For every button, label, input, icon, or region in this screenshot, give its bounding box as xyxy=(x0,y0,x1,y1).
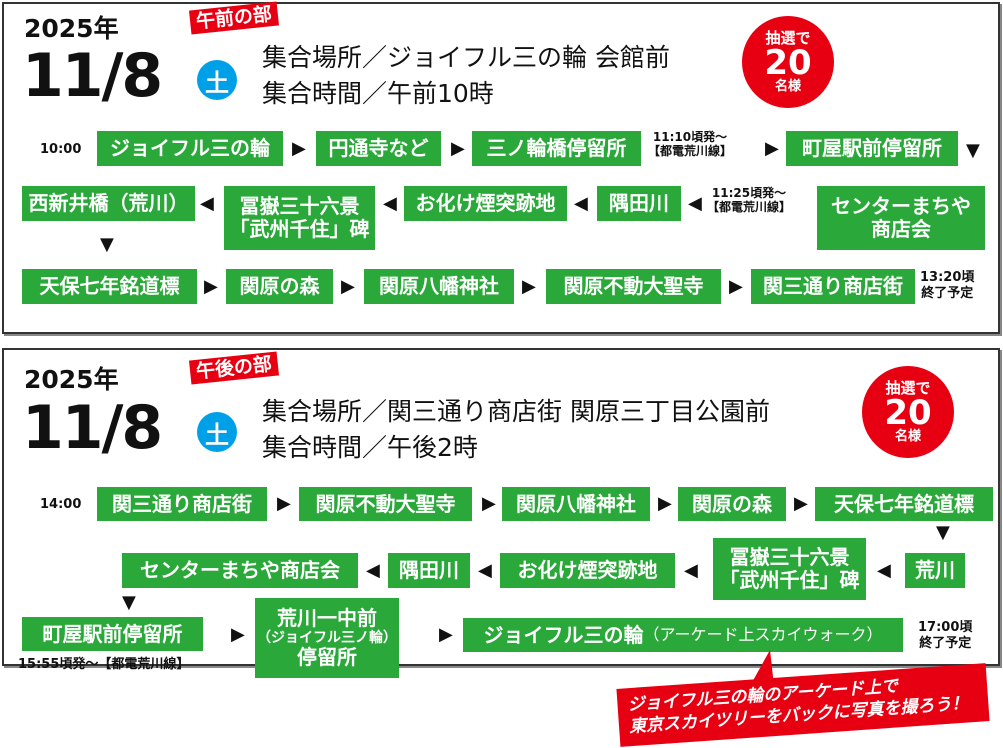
pm-dow-badge: 土 xyxy=(197,412,237,452)
am-dow-badge: 土 xyxy=(197,60,237,100)
stop: ジョイフル三の輪 xyxy=(97,131,283,166)
arrow-right-icon: ▶ xyxy=(729,276,743,297)
stop: 関原不動大聖寺 xyxy=(299,487,472,521)
stop-line: 停留所 xyxy=(297,645,357,670)
pm-note-1: 15:55頃発～【都電荒川線】 xyxy=(18,657,190,672)
am-start-time: 10:00 xyxy=(40,142,82,157)
arrow-right-icon: ▶ xyxy=(277,493,291,514)
arrow-right-icon: ▶ xyxy=(522,276,536,297)
am-year: 2025年 xyxy=(24,14,119,43)
stop: ジョイフル三の輪（アーケード上スカイウォーク） xyxy=(463,618,903,652)
arrow-right-icon: ▶ xyxy=(658,493,672,514)
arrow-right-icon: ▶ xyxy=(794,493,808,514)
pm-year: 2025年 xyxy=(24,365,119,394)
am-note-2: 11:25頃発～【都電荒川線】 xyxy=(707,186,791,215)
arrow-left-icon: ◀ xyxy=(688,193,702,214)
arrow-right-icon: ▶ xyxy=(765,138,779,159)
arrow-right-icon: ▶ xyxy=(439,624,453,645)
arrow-right-icon: ▶ xyxy=(451,138,465,159)
stop: 西新井橋（荒川） xyxy=(22,186,195,221)
badge-number: 20 xyxy=(764,43,812,83)
stop-line: 冨嶽三十六景 xyxy=(729,545,850,569)
arrow-left-icon: ◀ xyxy=(574,193,588,214)
note-text: 終了予定 xyxy=(919,635,972,651)
stop: 町屋駅前停留所 xyxy=(786,131,958,166)
am-meeting-time: 集合時間／午前10時 xyxy=(262,79,494,108)
stop-line: 「武州千住」碑 xyxy=(229,217,370,241)
pm-start-time: 14:00 xyxy=(40,497,82,512)
arrow-left-icon: ◀ xyxy=(478,560,492,581)
note-text: 11:10頃発～ xyxy=(652,130,728,144)
stop-line: 「武州千住」碑 xyxy=(719,568,860,592)
stop: 荒川 xyxy=(905,553,965,588)
badge-text: 名様 xyxy=(774,79,801,94)
pm-date: 11/8 xyxy=(22,393,163,463)
badge-number: 20 xyxy=(884,393,932,433)
pm-end-note: 17:00頃終了予定 xyxy=(918,620,972,651)
arrow-left-icon: ◀ xyxy=(877,560,891,581)
note-text: 【都電荒川線】 xyxy=(648,144,733,159)
arrow-down-icon: ▼ xyxy=(122,592,136,613)
am-meeting-place: 集合場所／ジョイフル三の輪 会館前 xyxy=(262,43,670,72)
note-text: 11:25頃発～ xyxy=(711,186,787,200)
arrow-down-icon: ▼ xyxy=(100,234,114,255)
stop: 関原の森 xyxy=(226,269,333,304)
arrow-right-icon: ▶ xyxy=(292,138,306,159)
stop: 冨嶽三十六景「武州千住」碑 xyxy=(224,186,375,250)
stop-line: （アーケード上スカイウォーク） xyxy=(643,624,883,644)
stop-line: 商店会 xyxy=(871,217,931,241)
note-text: 【都電荒川線】 xyxy=(707,200,792,215)
arrow-left-icon: ◀ xyxy=(684,560,698,581)
stop-line: （ジョイフル三ノ輪） xyxy=(257,629,397,646)
arrow-down-icon: ▼ xyxy=(966,140,980,161)
stop: 隅田川 xyxy=(388,553,470,588)
stop: 冨嶽三十六景「武州千住」碑 xyxy=(713,538,866,600)
callout-pointer xyxy=(750,650,774,686)
am-date: 11/8 xyxy=(22,41,163,111)
stop: 円通寺など xyxy=(316,131,441,166)
arrow-left-icon: ◀ xyxy=(383,193,397,214)
stop: 天保七年銘道標 xyxy=(22,269,197,304)
stop-line: センターまちや xyxy=(831,194,971,218)
note-text: 17:00頃 xyxy=(918,620,973,635)
arrow-left-icon: ◀ xyxy=(366,560,380,581)
pm-meeting-time: 集合時間／午後2時 xyxy=(262,433,478,462)
stop: 町屋駅前停留所 xyxy=(22,617,203,651)
stop: 荒川一中前（ジョイフル三ノ輪）停留所 xyxy=(255,598,399,678)
stop: 関原八幡神社 xyxy=(502,487,650,521)
stop: センターまちや商店会 xyxy=(122,553,358,588)
stop: センターまちや商店会 xyxy=(817,186,985,250)
arrow-right-icon: ▶ xyxy=(231,624,245,645)
arrow-right-icon: ▶ xyxy=(341,276,355,297)
stop: 三ノ輪橋停留所 xyxy=(472,131,641,166)
stop: 関原の森 xyxy=(678,487,786,521)
stop: 関原八幡神社 xyxy=(364,269,514,304)
stop: 関原不動大聖寺 xyxy=(546,269,721,304)
pm-meeting-place: 集合場所／関三通り商店街 関原三丁目公園前 xyxy=(262,397,770,426)
arrow-down-icon: ▼ xyxy=(936,522,950,543)
skytree-callout: ジョイフル三の輪のアーケード上で東京スカイツリーをバックに写真を撮ろう！ xyxy=(616,663,990,747)
badge-text: 抽選で xyxy=(885,379,931,397)
am-note-1: 11:10頃発～【都電荒川線】 xyxy=(648,130,732,159)
note-text: 終了予定 xyxy=(921,285,974,301)
stop: お化け煙突跡地 xyxy=(500,553,675,588)
stop: 隅田川 xyxy=(597,186,681,221)
stop: 天保七年銘道標 xyxy=(815,487,993,521)
stop-line: 荒川一中前 xyxy=(277,605,377,630)
stop-line: 冨嶽三十六景 xyxy=(239,194,360,218)
arrow-right-icon: ▶ xyxy=(204,276,218,297)
stop-line: ジョイフル三の輪 xyxy=(483,622,644,647)
am-end-note: 13:20頃終了予定 xyxy=(920,270,974,301)
badge-text: 抽選で xyxy=(765,29,811,47)
stop: お化け煙突跡地 xyxy=(404,186,567,221)
note-text: 13:20頃 xyxy=(920,270,975,285)
arrow-left-icon: ◀ xyxy=(200,193,214,214)
arrow-right-icon: ▶ xyxy=(482,493,496,514)
stop: 関三通り商店街 xyxy=(751,269,915,304)
badge-text: 名様 xyxy=(894,429,921,444)
stop: 関三通り商店街 xyxy=(97,487,267,521)
